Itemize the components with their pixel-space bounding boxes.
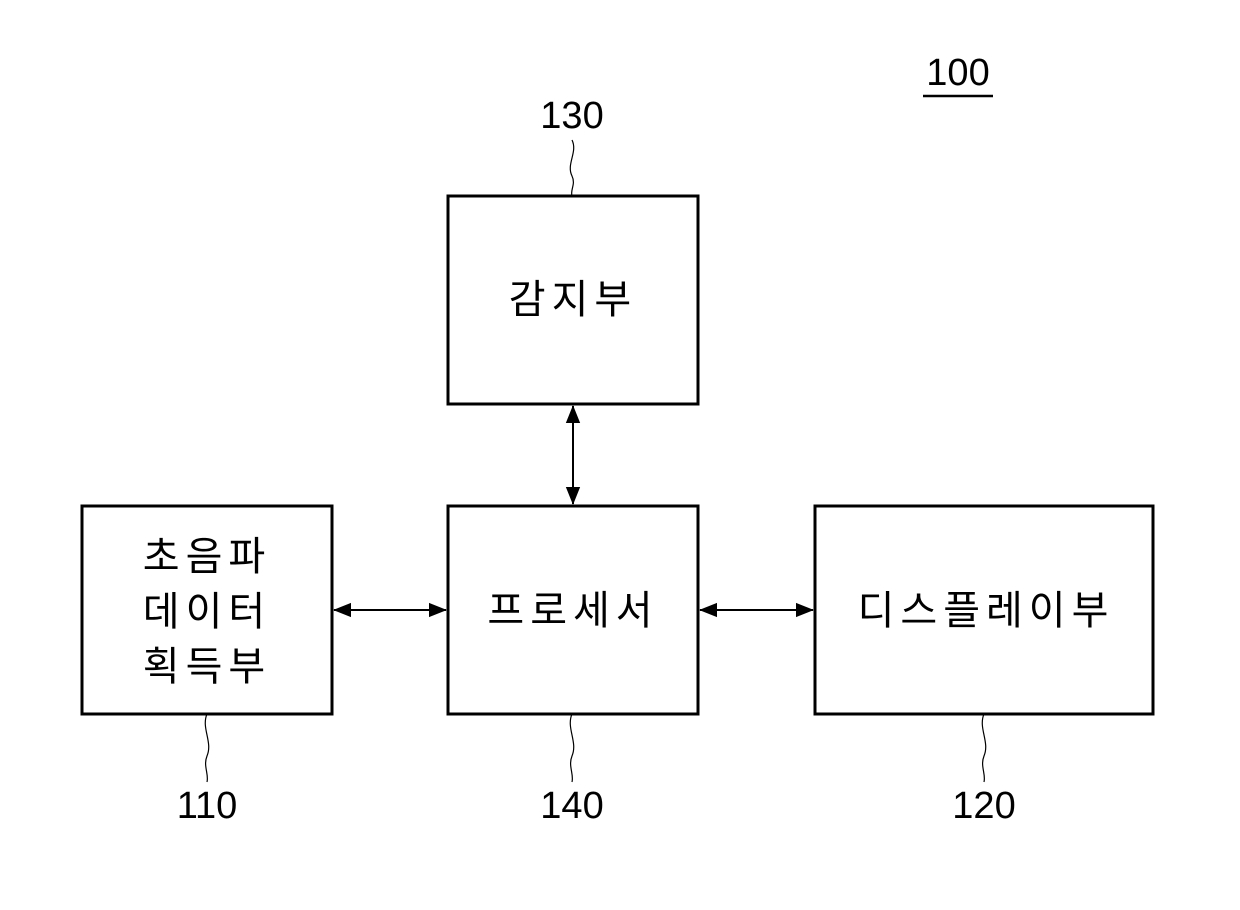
ref-140: 140: [540, 785, 603, 827]
ref-110: 110: [177, 785, 238, 827]
ref-100: 100: [926, 52, 989, 94]
ultrasound-label-line-3: 획득부: [143, 644, 271, 690]
leader-120: [982, 714, 985, 782]
leader-110: [205, 714, 208, 782]
ultrasound-label-line-2: 데이터: [143, 589, 271, 635]
leader-140: [570, 714, 573, 782]
ref-120: 120: [952, 785, 1015, 827]
processor-block-label: 프로세서: [487, 588, 658, 634]
leader-130: [570, 140, 573, 196]
display-block-label: 디스플레이부: [858, 588, 1115, 634]
sensing-block-label: 감지부: [509, 277, 637, 323]
ref-130: 130: [540, 95, 603, 137]
ultrasound-label-line-1: 초음파: [143, 534, 271, 580]
